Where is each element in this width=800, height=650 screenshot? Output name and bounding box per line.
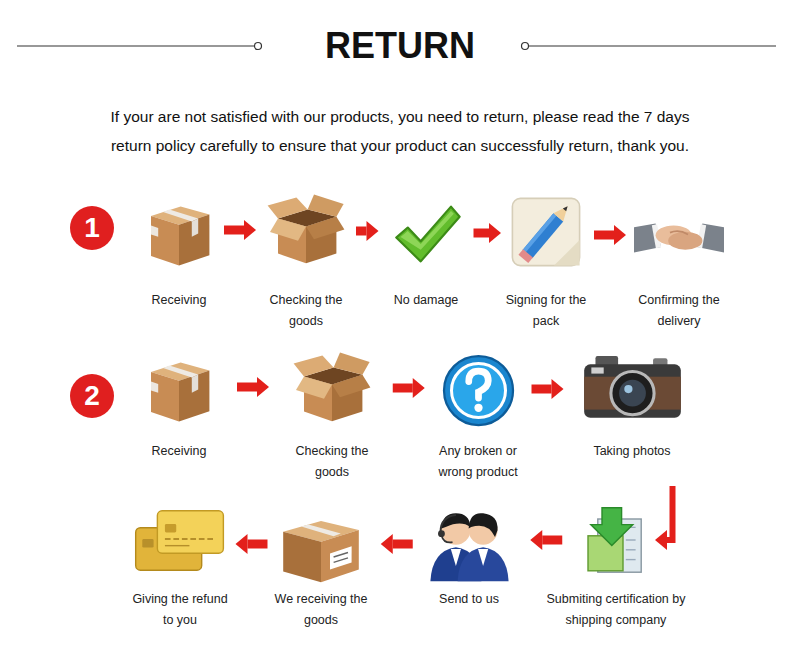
camera-icon — [580, 352, 685, 424]
arrow-head — [244, 220, 256, 240]
labelbox-icon — [275, 512, 367, 584]
arrow-head — [257, 377, 269, 397]
process-step: We receiving the goods — [271, 512, 371, 631]
arrow-head — [655, 530, 667, 550]
intro-note: If your are not satisfied with our produ… — [90, 102, 710, 160]
cards-icon — [132, 507, 228, 573]
openbox-illustration — [261, 188, 351, 268]
flow-arrow — [655, 486, 673, 550]
arrow-head — [614, 225, 626, 245]
arrow-shaft — [667, 486, 673, 540]
question-icon — [441, 353, 516, 428]
rule-dot — [522, 43, 529, 50]
step-label: Submiting certification by shipping comp… — [546, 589, 686, 631]
process-step: Receiving — [134, 192, 224, 311]
step-label: Signing for the pack — [504, 290, 589, 332]
process-step: Giving the refund to you — [130, 507, 230, 631]
hand-icon — [634, 211, 724, 265]
pencil-illustration — [506, 192, 586, 272]
flow-arrow — [532, 379, 564, 399]
flow-arrow — [381, 534, 413, 554]
flow-arrow — [530, 530, 562, 550]
step-label: Checking the goods — [256, 290, 356, 332]
box-icon — [139, 192, 219, 272]
arrow-head — [530, 530, 542, 550]
step-label: Any broken or wrong product — [428, 441, 528, 483]
diagram-title: RETURN — [0, 24, 800, 68]
arrow-head — [489, 223, 501, 243]
rule-dot — [255, 43, 262, 50]
step-number-circle: 2 — [70, 374, 114, 418]
arrow-head — [381, 534, 393, 554]
labelbox-illustration — [275, 512, 367, 584]
arrow-shaft — [542, 536, 562, 545]
process-step: Checking the goods — [282, 346, 382, 483]
flow-arrow — [474, 223, 502, 243]
openbox-illustration — [287, 346, 377, 426]
doc-illustration — [581, 503, 651, 577]
step-label: We receiving the goods — [271, 589, 371, 631]
arrow-head — [413, 378, 425, 398]
flow-arrow — [594, 225, 626, 245]
process-step: Confirming the delivery — [634, 211, 724, 332]
box-illustration — [139, 348, 219, 428]
doc-icon — [581, 503, 651, 577]
pencil-icon — [506, 192, 586, 272]
arrow-shaft — [532, 385, 552, 394]
people-illustration — [427, 498, 512, 583]
box-illustration — [139, 192, 219, 272]
arrow-shaft — [237, 383, 257, 392]
box-icon — [139, 348, 219, 428]
flow-arrow — [236, 534, 268, 554]
step-number: 1 — [84, 212, 100, 244]
step-label: No damage — [381, 290, 471, 311]
process-step: Submiting certification by shipping comp… — [546, 503, 686, 631]
hand-illustration — [634, 211, 724, 265]
step-number: 2 — [84, 380, 100, 412]
arrow-shaft — [224, 226, 244, 235]
arrow-shaft — [594, 231, 614, 240]
arrow-head — [236, 534, 248, 554]
process-step: Send to us — [424, 498, 514, 611]
arrow-head — [367, 221, 379, 241]
flow-arrow — [224, 220, 256, 240]
flow-arrow — [393, 378, 425, 398]
process-step: Receiving — [134, 348, 224, 462]
step-label: Receiving — [134, 290, 224, 311]
arrow-head — [552, 379, 564, 399]
process-step: Checking the goods — [256, 188, 356, 332]
step-label: Confirming the delivery — [634, 290, 724, 332]
step-number-circle: 1 — [70, 206, 114, 250]
arrow-shaft — [393, 384, 413, 393]
step-label: Giving the refund to you — [130, 589, 230, 631]
rule-line — [529, 45, 776, 46]
arrow-shaft — [474, 229, 490, 238]
process-step: Signing for the pack — [504, 192, 589, 332]
openbox-icon — [261, 188, 351, 268]
process-step: Taking photos — [580, 352, 685, 462]
step-label: Taking photos — [582, 441, 682, 462]
people-icon — [427, 498, 512, 583]
step-label: Receiving — [134, 441, 224, 462]
process-step: No damage — [381, 198, 471, 311]
flow-arrow — [356, 221, 379, 241]
step-label: Checking the goods — [282, 441, 382, 483]
step-label: Send to us — [424, 589, 514, 610]
check-icon — [384, 198, 469, 270]
arrow-shaft — [248, 540, 268, 549]
flow-arrow — [237, 377, 269, 397]
process-step: Any broken or wrong product — [428, 353, 528, 484]
arrow-shaft — [356, 227, 367, 236]
question-illustration — [441, 353, 516, 428]
arrow-shaft — [393, 540, 413, 549]
rule-line — [17, 45, 254, 46]
cards-illustration — [132, 507, 228, 573]
openbox-icon — [287, 346, 377, 426]
check-illustration — [384, 198, 469, 270]
camera-illustration — [580, 352, 685, 424]
